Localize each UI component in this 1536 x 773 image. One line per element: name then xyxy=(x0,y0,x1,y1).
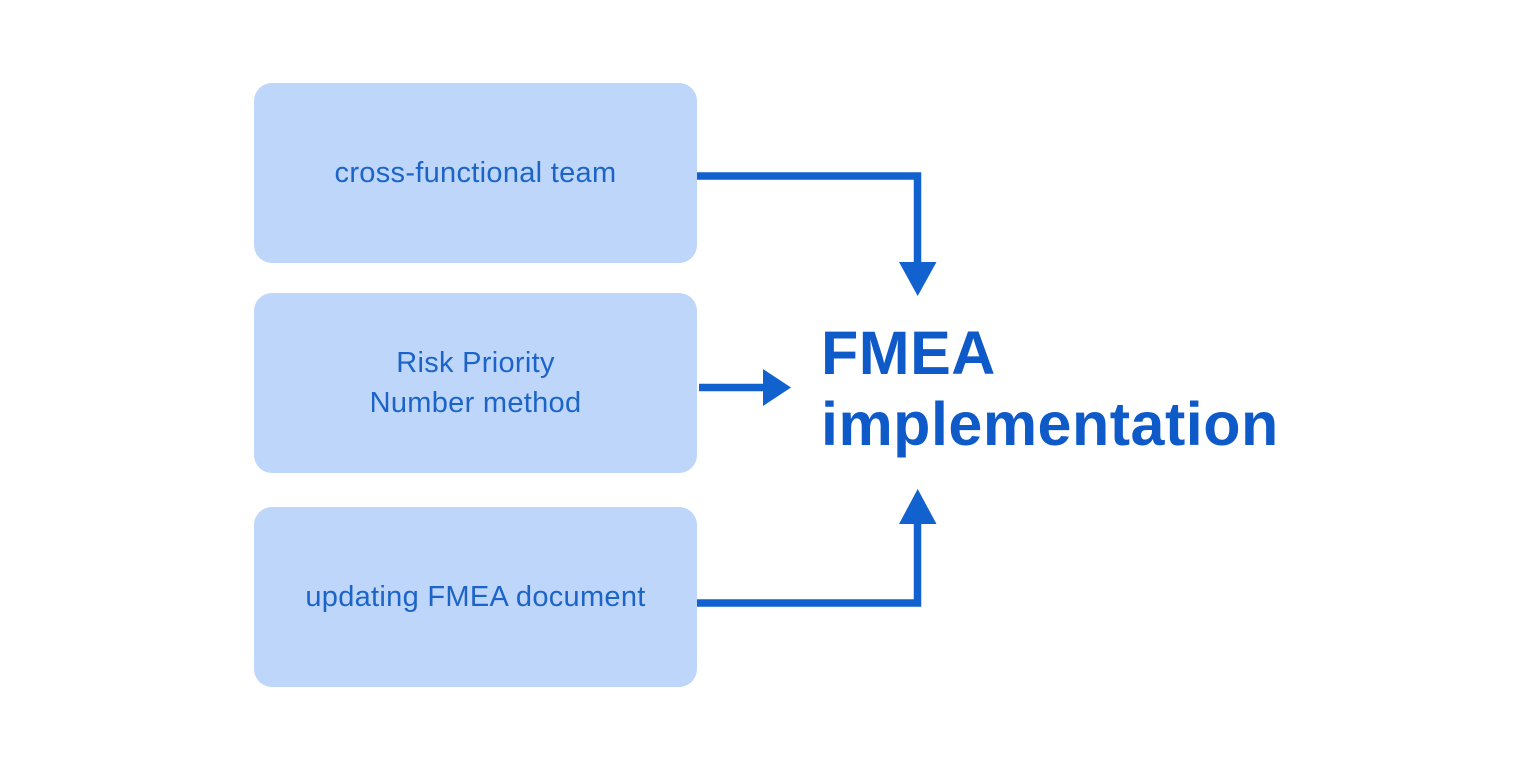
node-label-updating-fmea-document: updating FMEA document xyxy=(305,581,646,613)
node-label-cross-functional-team: cross-functional team xyxy=(334,157,617,189)
node-updating-fmea-document: updating FMEA document xyxy=(254,507,697,687)
diagram-title: FMEA implementation xyxy=(821,319,1279,458)
arrow-risk-priority-number-to-title xyxy=(699,369,791,406)
node-label-risk-priority-number-method: Risk Priority Number method xyxy=(369,347,582,419)
arrow-updating-fmea-document-to-title xyxy=(697,489,937,607)
arrow-cross-functional-team-to-title xyxy=(697,172,937,296)
node-cross-functional-team: cross-functional team xyxy=(254,83,697,263)
node-risk-priority-number-method: Risk Priority Number method xyxy=(254,293,697,473)
